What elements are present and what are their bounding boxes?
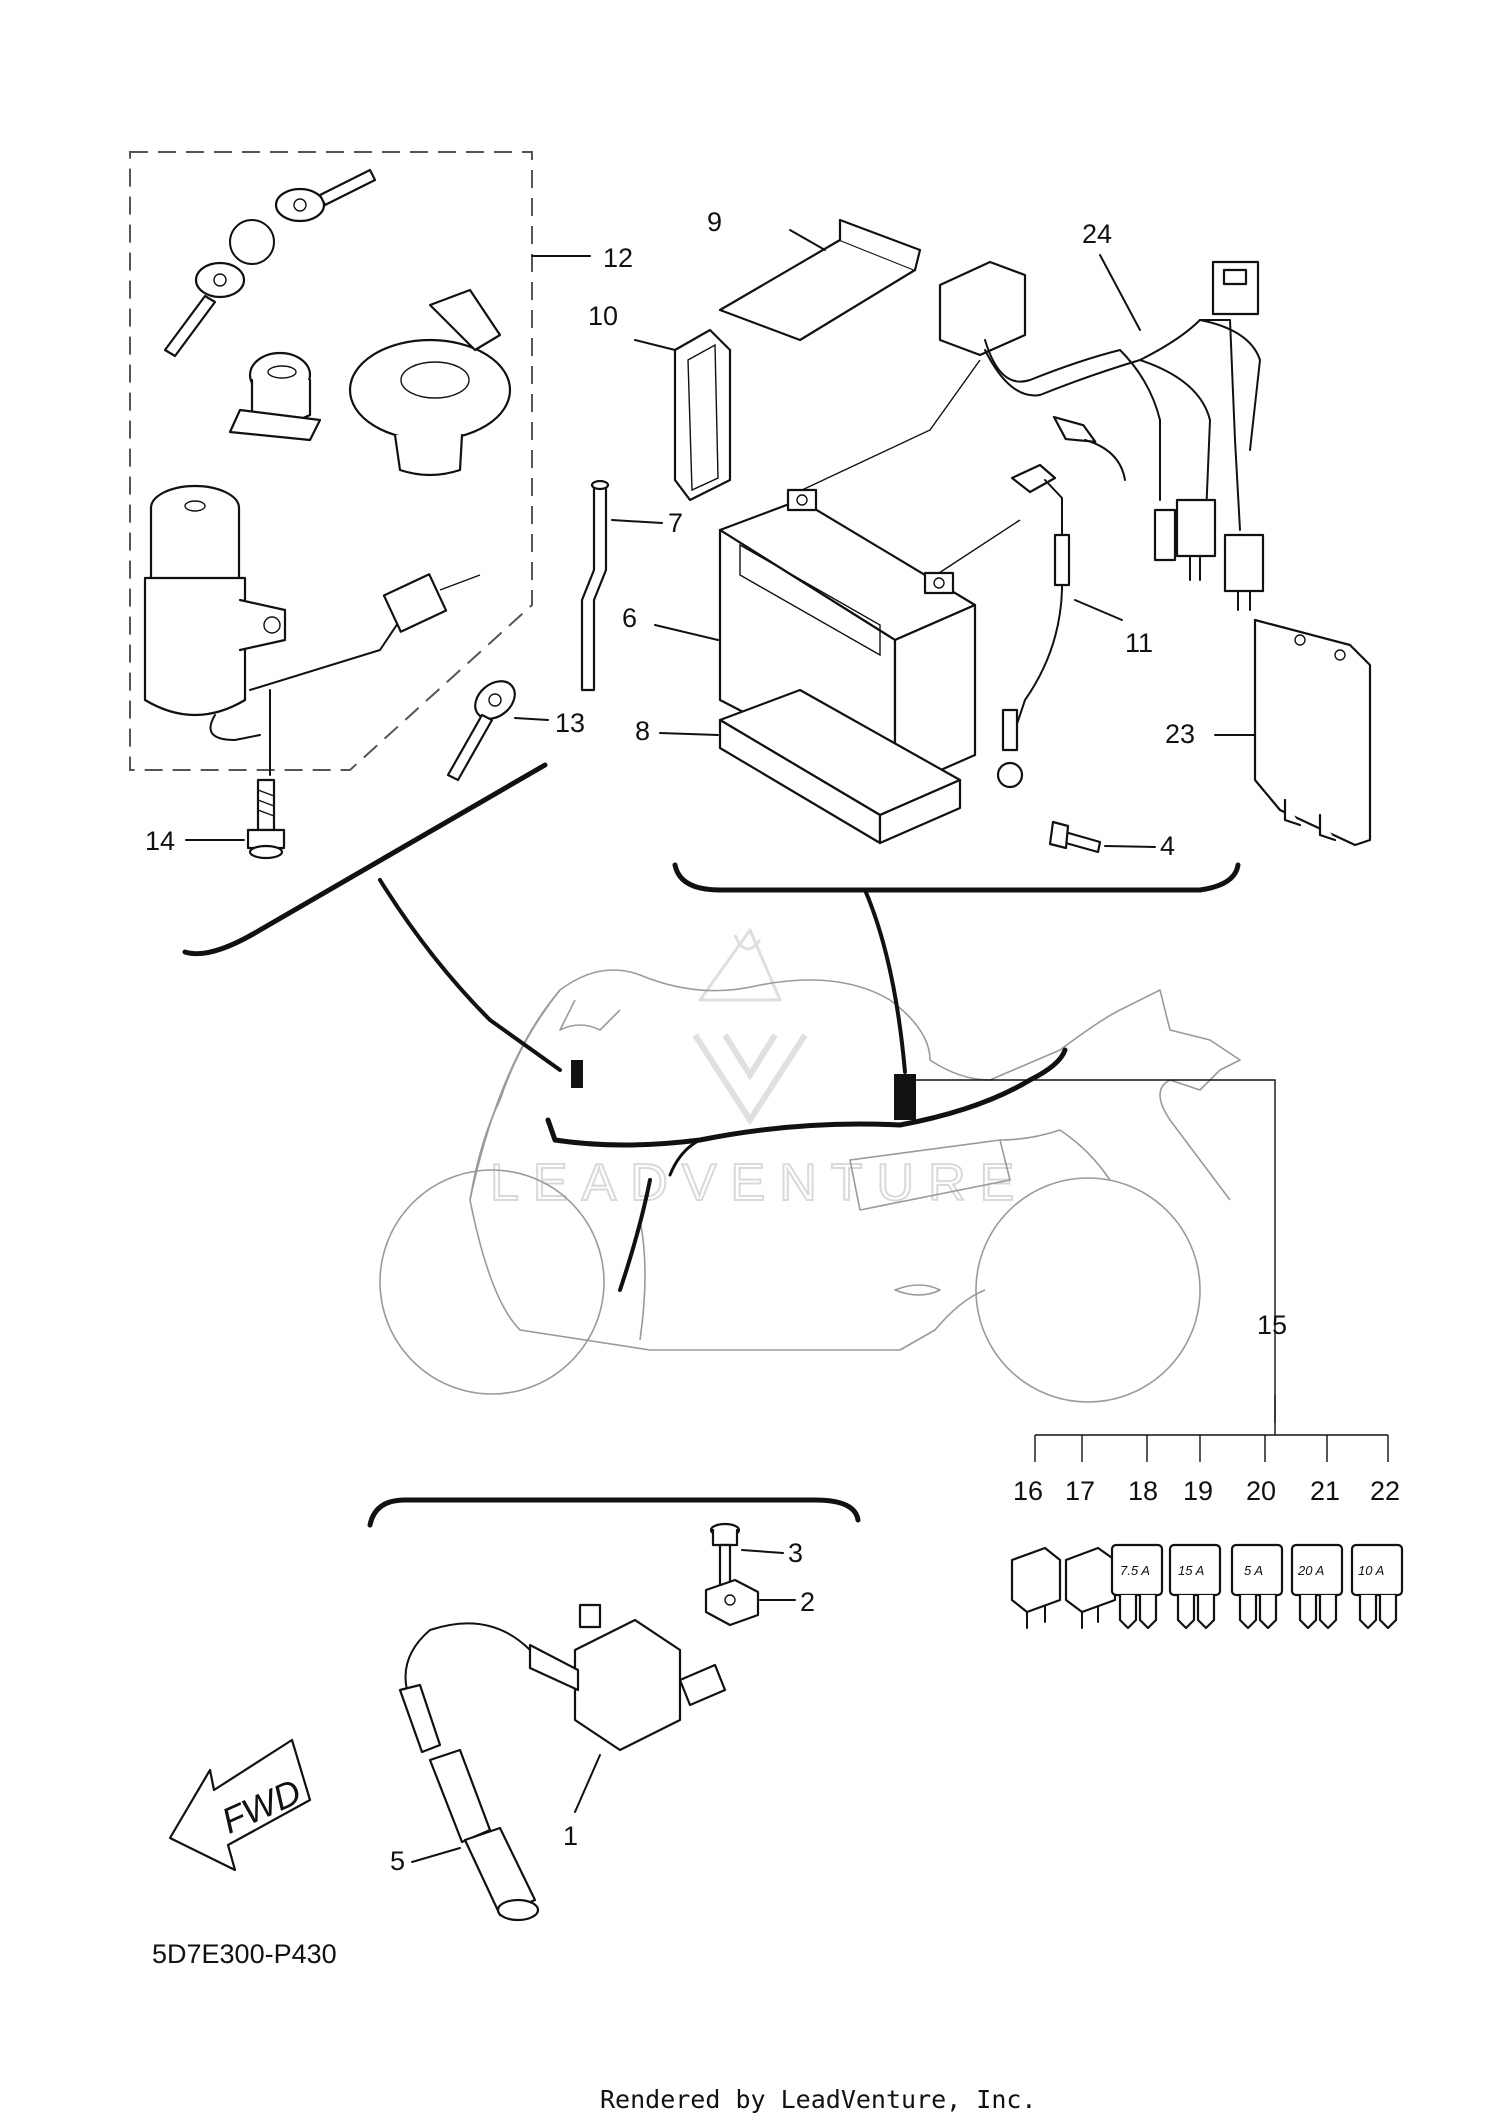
callout-3: 3 <box>788 1538 803 1568</box>
callout-5: 5 <box>390 1846 405 1876</box>
leader-battery <box>863 888 907 1074</box>
callout-2: 2 <box>800 1587 815 1617</box>
fuse-22-icon: 10 A <box>1350 1543 1404 1630</box>
fuse-19-icon: 15 A <box>1168 1543 1222 1630</box>
callout-6: 6 <box>622 603 637 633</box>
key-13-icon <box>446 680 549 782</box>
relay-16-icon <box>1010 1546 1062 1629</box>
main-switch-icon <box>143 484 481 776</box>
sub-harness-24-icon <box>938 254 1265 611</box>
bolt-14-icon <box>185 778 286 860</box>
callout-21: 21 <box>1310 1476 1340 1506</box>
fuse-20-rating: 5 A <box>1244 1563 1263 1578</box>
callout-10: 10 <box>588 301 618 331</box>
callout-19: 19 <box>1183 1476 1213 1506</box>
fuel-cap-icon <box>348 288 512 477</box>
fuse-21-rating: 20 A <box>1297 1563 1324 1578</box>
ignition-coil-1-icon <box>404 1603 727 1813</box>
nut-2-icon <box>704 1578 796 1627</box>
key-ring-icon <box>163 168 377 358</box>
fuse-20-icon: 5 A <box>1230 1543 1284 1630</box>
callout-18: 18 <box>1128 1476 1158 1506</box>
motorcycle-outline <box>379 969 1241 1403</box>
callout-15: 15 <box>1257 1310 1287 1340</box>
callout-17: 17 <box>1065 1476 1095 1506</box>
callout-20: 20 <box>1246 1476 1276 1506</box>
callout-labels: 1 2 3 4 5 6 7 8 9 10 11 12 13 14 15 16 1… <box>145 207 1400 1876</box>
seat-lock-icon <box>228 351 322 442</box>
callout-4: 4 <box>1160 831 1175 861</box>
bracket-12 <box>182 762 548 957</box>
bracket-battery <box>672 862 1241 893</box>
diagram-code: 5D7E300-P430 <box>152 1939 337 1969</box>
watermark-text: LEADVENTURE <box>490 1154 1028 1212</box>
leader-12 <box>378 878 562 1072</box>
callout-8: 8 <box>635 716 650 746</box>
callout-14: 14 <box>145 826 175 856</box>
cover-plate-23-icon <box>1214 618 1372 847</box>
fuse-22-rating: 10 A <box>1358 1563 1384 1578</box>
callout-16: 16 <box>1013 1476 1043 1506</box>
callout-1: 1 <box>563 1821 578 1851</box>
watermark: LEADVENTURE <box>489 928 1028 1213</box>
callout-12: 12 <box>603 243 633 273</box>
leader-15 <box>915 1079 1276 1423</box>
fuse-19-rating: 15 A <box>1178 1563 1204 1578</box>
fuse-21-icon: 20 A <box>1290 1543 1344 1630</box>
callout-24: 24 <box>1082 219 1112 249</box>
callout-23: 23 <box>1165 719 1195 749</box>
fuse-18-icon: 7.5 A <box>1110 1543 1164 1630</box>
fwd-arrow-icon: FWD <box>168 1738 312 1872</box>
callout-9: 9 <box>707 207 722 237</box>
callout-7: 7 <box>668 508 683 538</box>
fuse-18-rating: 7.5 A <box>1120 1563 1150 1578</box>
key-lock-set <box>129 151 591 776</box>
footer-credit: Rendered by LeadVenture, Inc. <box>600 2085 1037 2114</box>
callout-22: 22 <box>1370 1476 1400 1506</box>
fuse-tree <box>1034 1434 1389 1462</box>
callout-11: 11 <box>1125 628 1153 658</box>
callout-13: 13 <box>555 708 585 738</box>
spark-cap-5-icon <box>398 1683 540 1922</box>
battery-group <box>580 218 1156 854</box>
relay-17-icon <box>1064 1546 1117 1629</box>
bolt-3-icon <box>709 1522 784 1597</box>
bracket-ignition <box>367 1497 861 1528</box>
